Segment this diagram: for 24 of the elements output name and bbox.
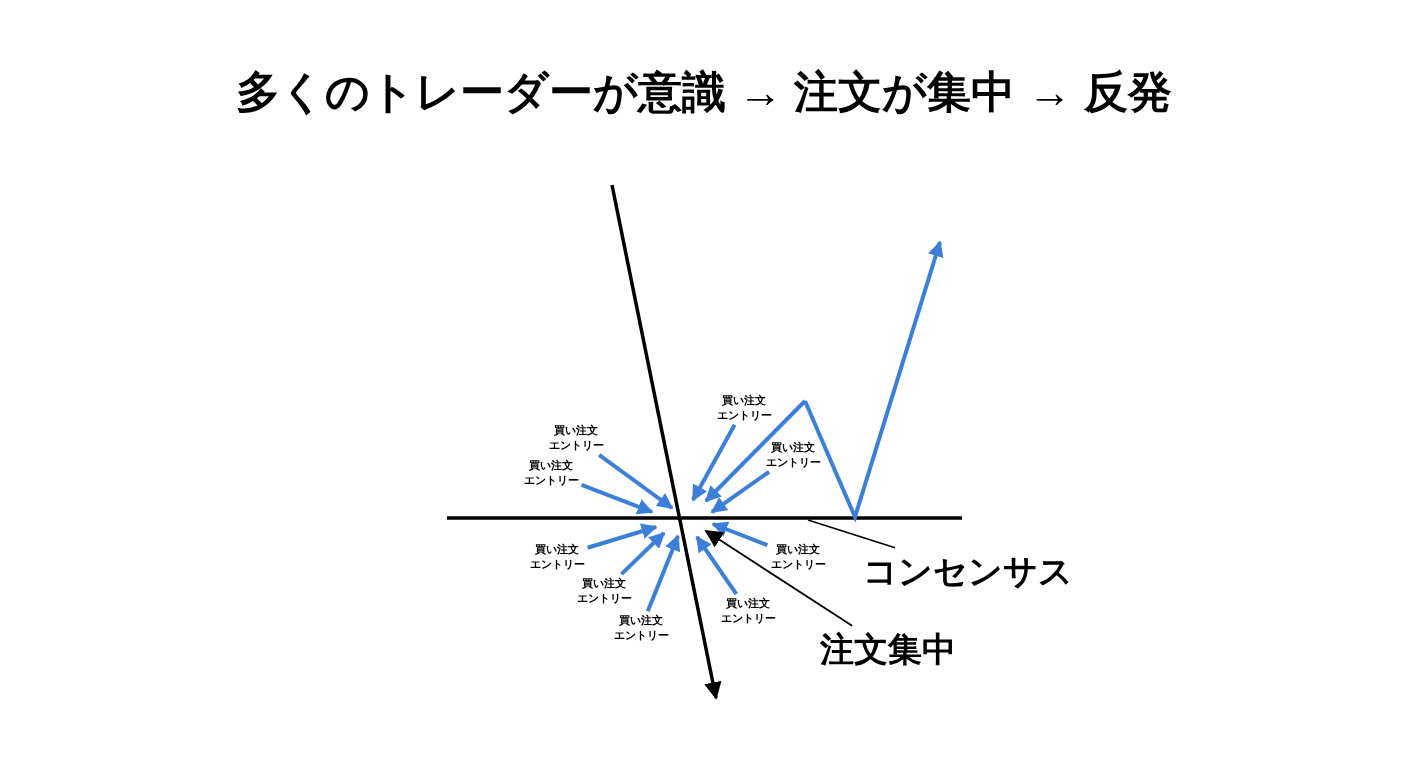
arrow — [580, 482, 654, 515]
callout-label: 注文集中 — [820, 627, 956, 671]
order-label: 買い注文エントリー — [612, 613, 670, 643]
leader-line — [807, 519, 896, 549]
arrow — [691, 423, 737, 502]
arrow — [704, 530, 854, 627]
arrow — [620, 531, 666, 576]
order-label: 買い注文エントリー — [715, 393, 773, 423]
order-label: 買い注文エントリー — [769, 542, 827, 572]
callout-label: コンセンサス — [863, 549, 1073, 593]
arrow — [645, 534, 681, 612]
order-label: 買い注文エントリー — [764, 440, 822, 470]
order-label: 買い注文エントリー — [522, 458, 580, 488]
order-label: 買い注文エントリー — [547, 423, 605, 453]
order-label: 買い注文エントリー — [575, 576, 633, 606]
title: 多くのトレーダーが意識 → 注文が集中 → 反発 — [235, 70, 1173, 114]
arrow — [711, 521, 769, 547]
order-label: 買い注文エントリー — [528, 542, 586, 572]
arrow — [587, 523, 658, 550]
consensus-line — [447, 516, 962, 520]
arrow — [597, 453, 674, 510]
order-label: 買い注文エントリー — [719, 596, 777, 626]
arrow — [710, 470, 771, 514]
arrow — [695, 535, 739, 596]
